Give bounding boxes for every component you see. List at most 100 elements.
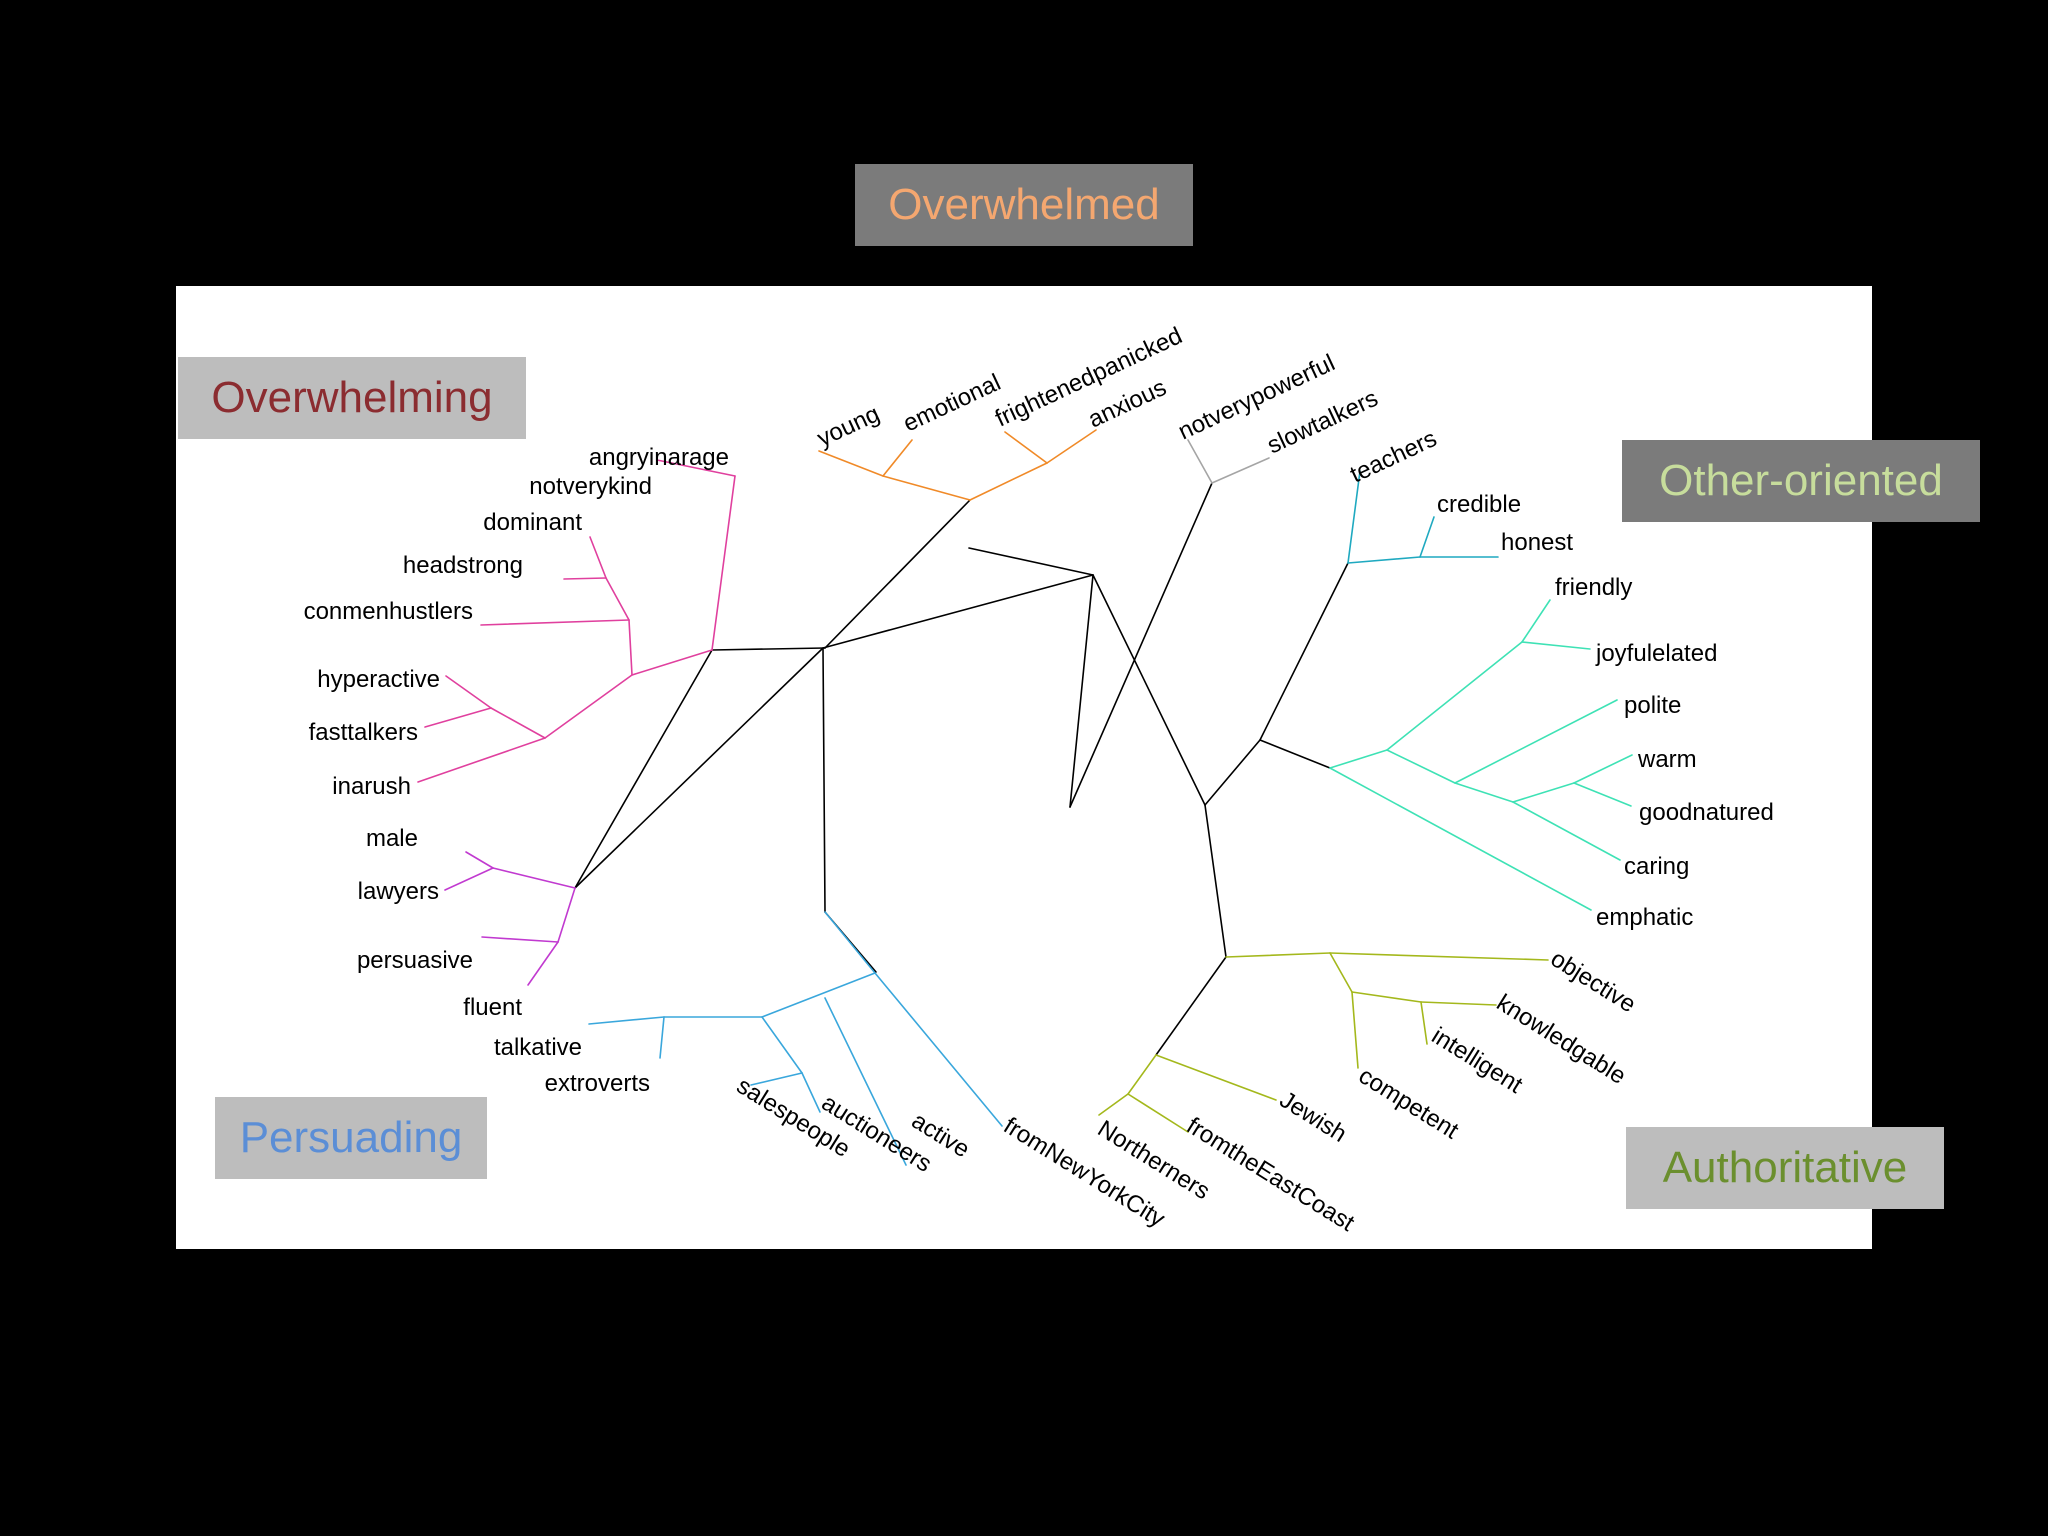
- leaf-label-polite: polite: [1624, 692, 1681, 719]
- leaf-label-lawyers: lawyers: [358, 878, 439, 905]
- branch-49: [969, 462, 1048, 501]
- branch-64: [1454, 782, 1514, 803]
- branch-62: [1386, 749, 1456, 784]
- cluster-label-overwhelmed: Overwhelmed: [855, 164, 1193, 246]
- cluster-label-overwhelmed-text: Overwhelmed: [888, 180, 1160, 229]
- branch-74: [1420, 1001, 1497, 1006]
- branch-48: [818, 450, 884, 477]
- leaf-label-goodnatured: goodnatured: [1639, 799, 1774, 826]
- branch-78: [1127, 1054, 1157, 1095]
- branch-58: [1329, 749, 1388, 769]
- branch-44: [824, 997, 907, 1166]
- branch-67: [1573, 782, 1632, 807]
- leaf-label-competent: competent: [1354, 1062, 1464, 1144]
- leaf-label-fromnewyorkcity: fromNewYorkCity: [999, 1112, 1170, 1233]
- branch-50: [1004, 431, 1048, 464]
- cluster-label-overwhelming-text: Overwhelming: [211, 373, 493, 422]
- branch-72: [1329, 952, 1353, 993]
- branch-7: [1259, 562, 1349, 741]
- branch-53: [1211, 457, 1270, 484]
- branch-18: [711, 475, 736, 651]
- branch-37: [761, 972, 876, 1018]
- branch-45: [874, 972, 1003, 1127]
- leaf-label-fasttalkers: fasttalkers: [309, 719, 418, 746]
- leaf-label-teachers: teachers: [1346, 425, 1441, 488]
- branch-55: [1347, 556, 1421, 564]
- branch-75: [1420, 1001, 1428, 1045]
- leaf-label-young: young: [813, 400, 884, 452]
- branch-34: [481, 936, 559, 943]
- branch-43: [801, 1072, 821, 1113]
- leaf-label-honest: honest: [1501, 529, 1573, 556]
- leaf-label-notverykind: notverykind: [529, 473, 652, 500]
- branch-27: [445, 675, 492, 709]
- branch-17: [631, 649, 713, 676]
- branch-39: [588, 1016, 665, 1025]
- leaf-label-talkative: talkative: [494, 1034, 582, 1061]
- branch-12: [711, 647, 826, 651]
- branch-33: [557, 887, 576, 943]
- branch-71: [1329, 952, 1549, 961]
- branch-13: [824, 499, 971, 649]
- branch-51: [1046, 429, 1097, 464]
- cluster-label-overwhelming: Overwhelming: [178, 357, 526, 439]
- branch-61: [1521, 641, 1591, 650]
- branch-26: [490, 707, 546, 739]
- leaf-label-dominant: dominant: [483, 509, 582, 536]
- branch-6: [1204, 739, 1261, 806]
- branch-19: [656, 459, 736, 477]
- branch-77: [1155, 1054, 1277, 1101]
- branch-23: [563, 577, 607, 580]
- branch-40: [659, 1016, 665, 1059]
- leaf-label-intelligent: intelligent: [1427, 1022, 1528, 1099]
- branch-32: [444, 867, 494, 891]
- leaf-label-male: male: [366, 825, 418, 852]
- branch-0: [822, 574, 1094, 649]
- branch-22: [605, 577, 630, 621]
- branch-8: [1259, 739, 1331, 769]
- leaf-label-caring: caring: [1624, 853, 1689, 880]
- branch-69: [1329, 767, 1592, 911]
- branch-56: [1419, 516, 1435, 558]
- branch-54: [1347, 470, 1361, 564]
- branch-25: [544, 674, 633, 739]
- branch-80: [1098, 1093, 1129, 1116]
- branch-16: [1155, 956, 1227, 1056]
- branch-79: [1127, 1093, 1189, 1133]
- branch-52: [1187, 439, 1213, 484]
- branch-65: [1512, 782, 1575, 803]
- branch-60: [1521, 599, 1551, 643]
- branch-5: [1204, 804, 1227, 958]
- branch-46: [882, 475, 971, 501]
- leaf-label-headstrong: headstrong: [403, 552, 523, 579]
- branch-73: [1351, 991, 1422, 1003]
- branch-76: [1351, 991, 1359, 1069]
- branch-35: [527, 941, 559, 986]
- leaf-label-warm: warm: [1637, 746, 1697, 773]
- branch-14: [822, 647, 826, 913]
- leaf-label-emotional: emotional: [899, 369, 1005, 437]
- leaf-label-friendly: friendly: [1555, 574, 1632, 601]
- leaf-label-objective: objective: [1546, 945, 1641, 1018]
- cluster-label-persuading-text: Persuading: [239, 1113, 463, 1162]
- leaf-label-emphatic: emphatic: [1596, 904, 1693, 931]
- branch-11: [574, 649, 713, 889]
- branch-41: [761, 1016, 803, 1074]
- branch-59: [1386, 641, 1523, 751]
- cluster-label-persuading: Persuading: [215, 1097, 487, 1179]
- leaf-label-fluent: fluent: [463, 994, 522, 1021]
- branch-1: [968, 547, 1094, 576]
- branch-42: [750, 1072, 803, 1086]
- branch-29: [417, 737, 546, 783]
- branch-4: [1092, 574, 1206, 806]
- leaf-label-conmenhustlers: conmenhustlers: [304, 598, 473, 625]
- branch-36: [824, 911, 876, 974]
- branch-28: [424, 707, 492, 728]
- leaf-label-hyperactive: hyperactive: [317, 666, 440, 693]
- branch-63: [1454, 699, 1618, 784]
- leaf-label-angryinarage: angryinarage: [589, 444, 729, 471]
- branch-66: [1573, 754, 1633, 784]
- cluster-label-authoritative: Authoritative: [1626, 1127, 1944, 1209]
- branch-20: [628, 619, 633, 676]
